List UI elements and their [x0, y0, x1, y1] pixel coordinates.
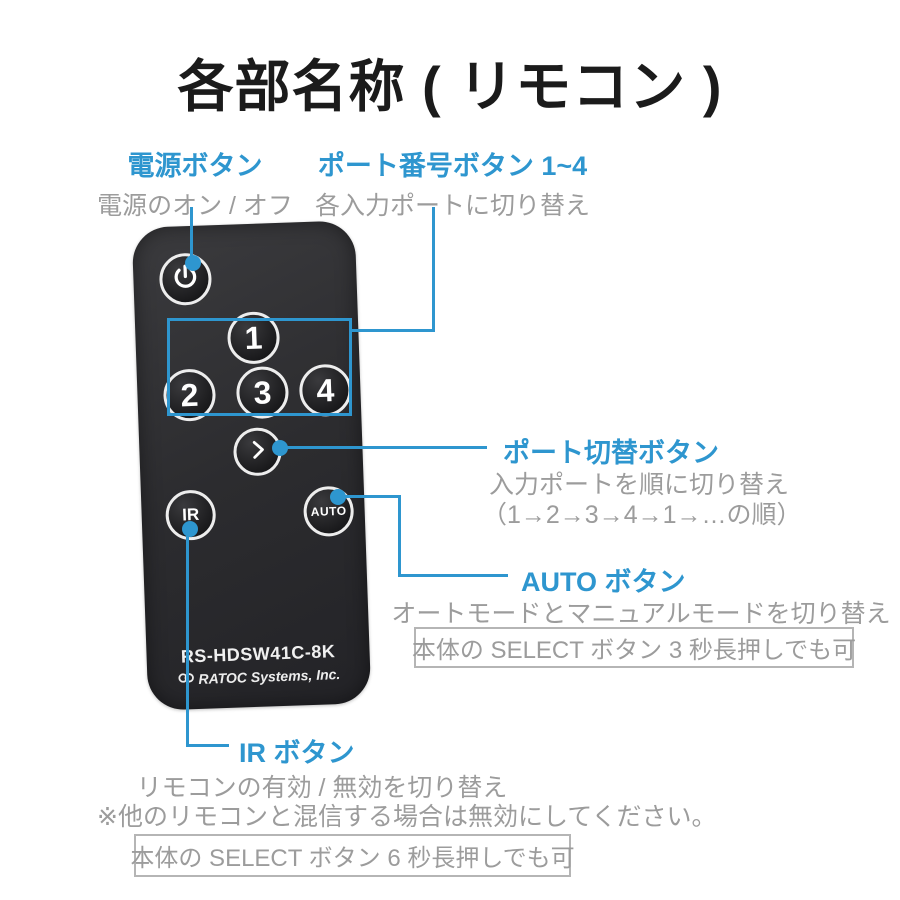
ir-callout-note-text: 本体の SELECT ボタン 6 秒長押しでも可	[130, 845, 575, 872]
power-callout-dot	[185, 255, 201, 271]
port-numbers-callout-label: ポート番号ボタン 1~4	[317, 151, 588, 181]
power-callout: 電源ボタン 電源のオン / オフ	[85, 144, 305, 222]
ir-callout-note-box: 本体の SELECT ボタン 6 秒長押しでも可	[130, 834, 575, 877]
auto-callout-note-box: 本体の SELECT ボタン 3 秒長押しでも可	[411, 627, 857, 668]
remote-brand: RATOC Systems, Inc.	[147, 665, 370, 689]
ir-callout-dot	[182, 521, 198, 537]
ir-callout-desc: リモコンの有効 / 無効を切り替え	[136, 774, 508, 802]
auto-button: AUTO	[302, 485, 355, 538]
ir-callout-line-vertical	[186, 528, 189, 747]
port-switch-callout-label: ポート切替ボタン	[503, 438, 719, 468]
port-switch-callout-line	[280, 446, 487, 449]
port-numbers-highlight-rectangle	[167, 318, 352, 416]
page-title: 各部名称 ( リモコン )	[177, 55, 723, 118]
remote-model-number: RS-HDSW41C-8K	[180, 641, 336, 667]
chevron-right-icon	[245, 437, 270, 467]
auto-callout-note-text: 本体の SELECT ボタン 3 秒長押しでも可	[411, 637, 857, 664]
auto-callout-line-1	[338, 495, 401, 498]
port-numbers-callout-desc: 各入力ポートに切り替え	[314, 192, 590, 220]
auto-callout-desc: オートモードとマニュアルモードを切り替え	[391, 600, 891, 628]
port-numbers-callout-line-vertical	[432, 207, 435, 332]
power-callout-label: 電源ボタン	[127, 151, 263, 181]
port-switch-callout-desc-1: 入力ポートを順に切り替え	[489, 471, 790, 499]
remote-brand-text: RATOC Systems, Inc.	[198, 666, 341, 687]
auto-callout-line-3	[398, 574, 508, 577]
ir-callout-line-horizontal	[186, 744, 229, 747]
port-switch-callout-desc-2: （1→2→3→4→1→…の順）	[482, 501, 802, 529]
port-switch-button	[232, 426, 283, 477]
power-callout-line	[190, 207, 193, 264]
ir-callout-caution: ※他のリモコンと混信する場合は無効にしてください。	[97, 803, 717, 831]
ir-callout-label: IR ボタン	[239, 738, 355, 768]
auto-callout-line-2	[398, 495, 401, 577]
remote-control: 1 2 3 4 IR AUTO RS-HDSW41C-8K RATOC Syst…	[131, 220, 372, 711]
port-numbers-callout-line-horizontal	[352, 329, 435, 332]
power-button	[158, 252, 213, 307]
auto-callout-label: AUTO ボタン	[521, 567, 686, 597]
power-icon	[170, 261, 201, 297]
port-numbers-callout: ポート番号ボタン 1~4 各入力ポートに切り替え	[300, 144, 605, 222]
power-callout-desc: 電源のオン / オフ	[97, 192, 293, 220]
